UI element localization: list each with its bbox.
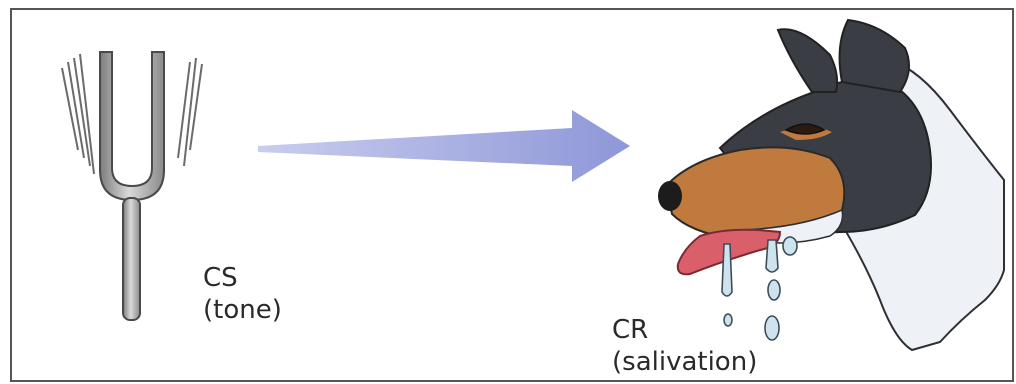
arrow-icon <box>258 110 630 182</box>
cr-title: CR <box>612 314 757 346</box>
conditioned-stimulus-label: CS (tone) <box>203 262 282 326</box>
cs-detail: (tone) <box>203 294 282 326</box>
cr-detail: (salivation) <box>612 346 757 378</box>
tuning-fork-icon <box>62 52 202 320</box>
conditioned-response-label: CR (salivation) <box>612 314 757 378</box>
dog-icon <box>658 20 1004 350</box>
cs-title: CS <box>203 262 282 294</box>
